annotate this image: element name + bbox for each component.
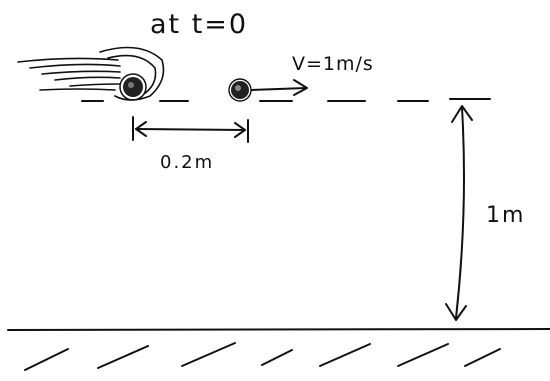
left-ball [119,73,147,101]
height-label: 1m [486,203,525,228]
launch-level-dashed-line [81,98,491,102]
motion-streaks [17,46,165,101]
ground-line [7,328,550,331]
time-label: at t=0 [150,9,248,40]
velocity-label: V=1m/s [292,53,374,75]
height-dimension [445,105,473,321]
separation-label: 0.2m [160,152,214,173]
right-ball [228,78,252,102]
separation-dimension [132,116,249,143]
velocity-arrow [251,79,308,96]
ground-hatching [24,342,501,371]
